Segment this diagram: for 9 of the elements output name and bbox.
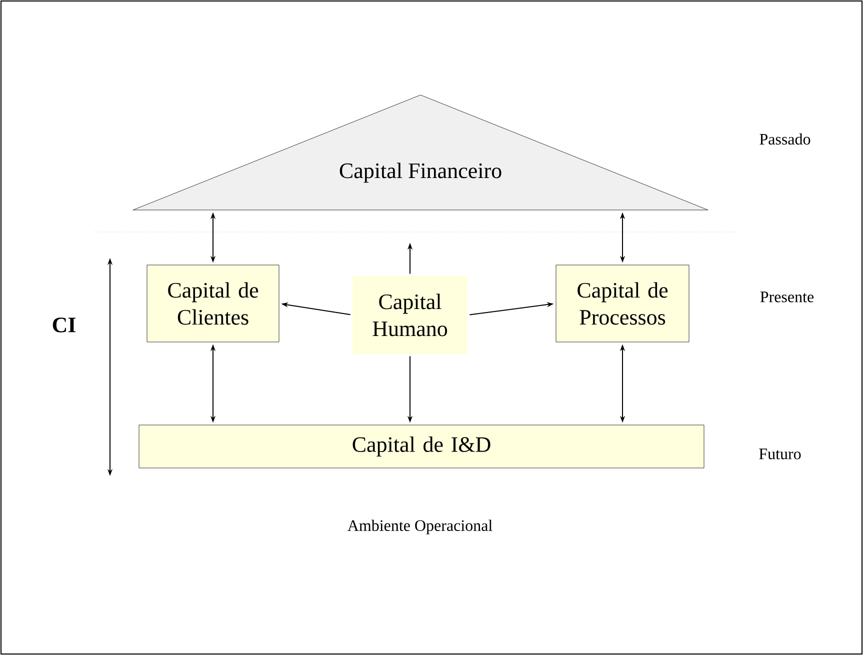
axis-label: CI xyxy=(52,318,76,332)
process-box: Capital Humano xyxy=(352,276,468,354)
process-box: Capital de Processos xyxy=(556,264,690,342)
process-box: Capital de Clientes xyxy=(146,264,280,342)
label: Presente xyxy=(760,292,814,302)
label: Passado xyxy=(760,133,810,145)
label: Ambiente Operacional xyxy=(348,520,492,534)
label: Futuro xyxy=(759,448,801,460)
process-box: Capital de I&D xyxy=(138,424,704,468)
